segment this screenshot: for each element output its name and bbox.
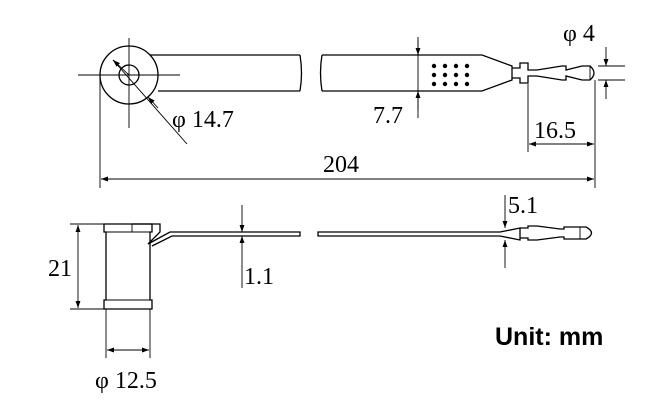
- side-strap-left: [132, 223, 301, 247]
- grip-dots: [431, 63, 470, 87]
- dim-base-diameter: φ 12.5: [95, 368, 157, 394]
- side-tip: [520, 225, 593, 241]
- dim-tip-diameter: φ 4: [563, 21, 595, 47]
- side-view: 21 1.1 5.1 φ 12.5: [48, 193, 593, 394]
- side-strap-right: [317, 227, 521, 241]
- strap-right: [322, 54, 513, 92]
- unit-label: Unit: mm: [495, 323, 603, 351]
- strap-left: [150, 54, 300, 92]
- tip: [512, 62, 595, 84]
- top-view: 7.7 φ 4 16.5 φ 14.7 204: [78, 21, 625, 188]
- dim-thickness: 1.1: [244, 264, 274, 290]
- dim-pin-width: 5.1: [508, 193, 538, 219]
- base-cup: [103, 223, 153, 310]
- dim-ring-diameter: φ 14.7: [172, 107, 234, 133]
- dim-overall-length: 204: [323, 152, 359, 178]
- dim-height: 21: [48, 256, 72, 282]
- dim-tip-length: 16.5: [534, 118, 576, 144]
- dim-tab-width: 7.7: [373, 103, 403, 129]
